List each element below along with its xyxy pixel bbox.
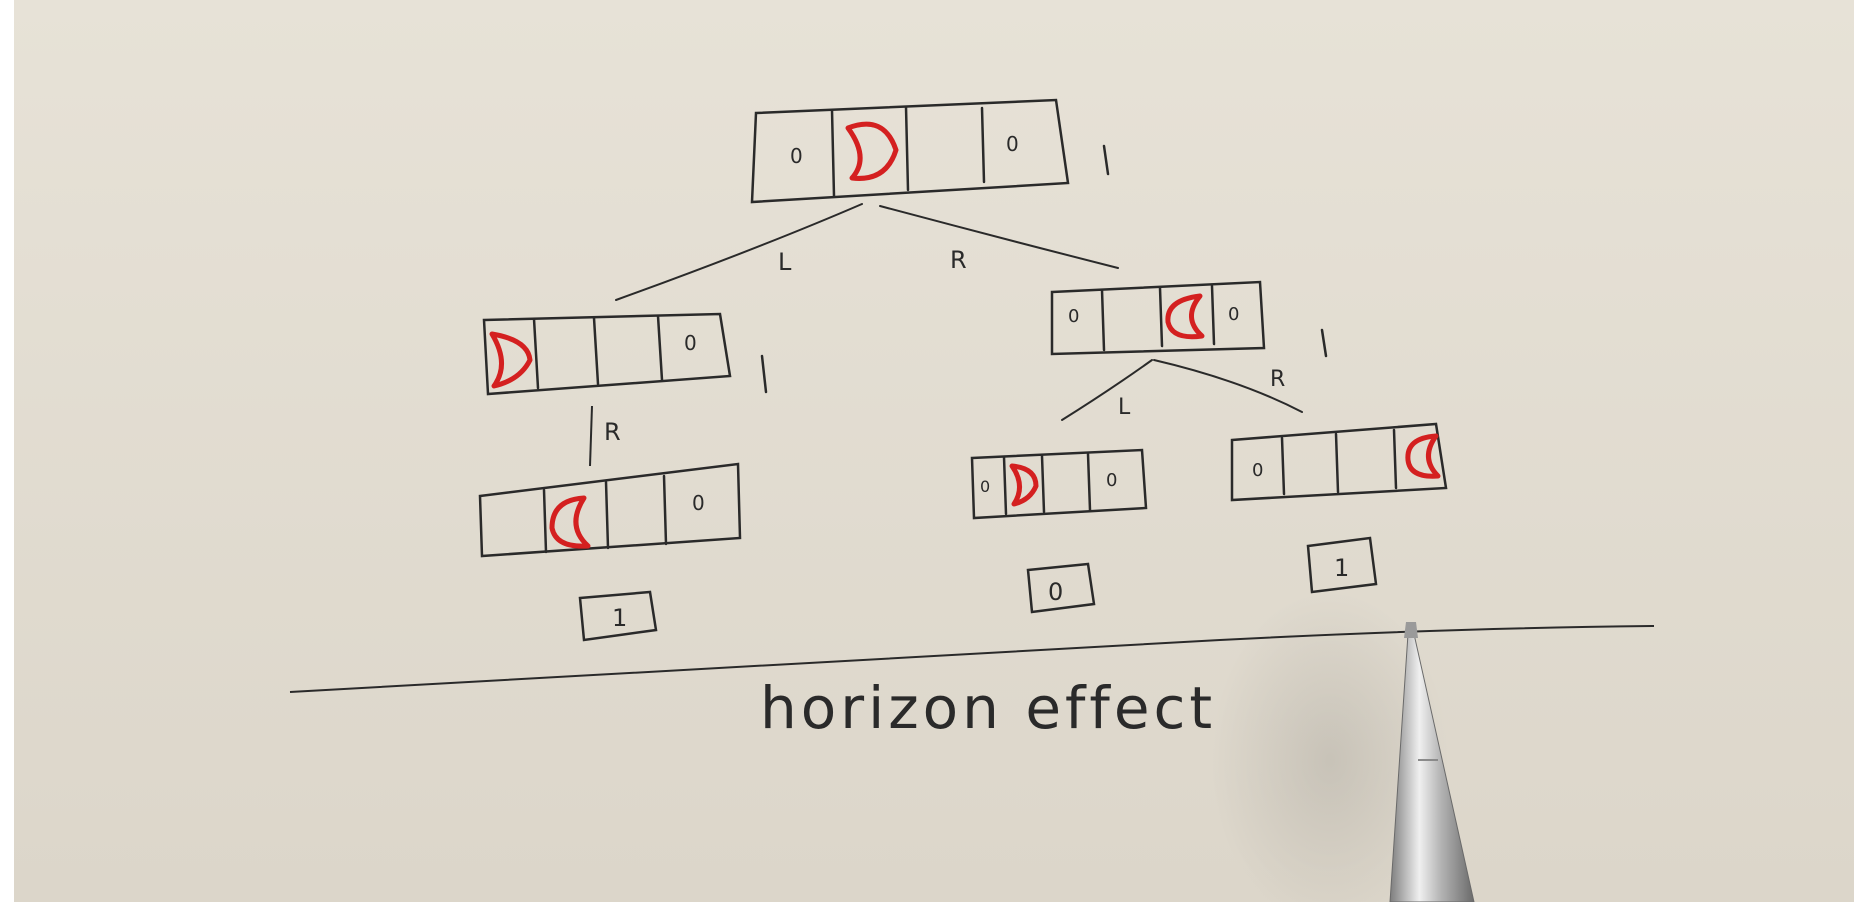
right-left-leaf-value: 0 [1048, 578, 1063, 606]
left-child-node [478, 462, 742, 558]
pen-icon [1389, 622, 1475, 902]
right-left-child-node [970, 448, 1148, 520]
right-right-leaf-value: 1 [1334, 554, 1349, 582]
pacman-left-icon [1165, 293, 1205, 340]
edge-label-root-right: R [950, 246, 967, 274]
root-cell-4-value: 0 [1006, 132, 1019, 156]
right-node [1050, 280, 1328, 358]
pacman-right-icon [1009, 463, 1039, 507]
right-right-child-cell-1-value: 0 [1252, 460, 1263, 481]
caption: horizon effect [760, 674, 1216, 742]
edge-label-root-left: L [778, 248, 792, 276]
root-node [750, 98, 1110, 204]
left-child-cell-4-value: 0 [692, 491, 705, 515]
pacman-right-icon [845, 121, 899, 181]
pacman-left-icon [1405, 433, 1441, 479]
left-node [482, 312, 768, 396]
right-right-leaf-box [1306, 536, 1378, 594]
edge-label-right-right: R [1270, 367, 1285, 392]
left-node-edge [589, 405, 593, 467]
pacman-left-icon [549, 495, 591, 549]
pen-shadow [1210, 590, 1450, 902]
left-node-cell-4-value: 0 [684, 331, 697, 355]
pacman-right-icon [489, 331, 533, 389]
right-node-cell-4-value: 0 [1228, 304, 1239, 325]
left-leaf-value: 1 [612, 604, 627, 632]
right-left-child-cell-1-value: 0 [980, 477, 990, 496]
paper-background [14, 0, 1854, 902]
right-left-child-cell-3-value: 0 [1106, 470, 1117, 491]
right-left-leaf-box [1026, 562, 1096, 614]
right-node-cell-1-value: 0 [1068, 306, 1079, 327]
edge-label-left-child: R [604, 418, 621, 446]
horizon-line [289, 625, 1655, 693]
root-cell-1-value: 0 [790, 144, 803, 168]
right-node-edges [1061, 359, 1303, 421]
edge-label-right-left: L [1118, 395, 1131, 420]
root-edges [615, 203, 1119, 301]
right-right-child-node [1230, 422, 1448, 502]
left-leaf-box [578, 590, 658, 642]
